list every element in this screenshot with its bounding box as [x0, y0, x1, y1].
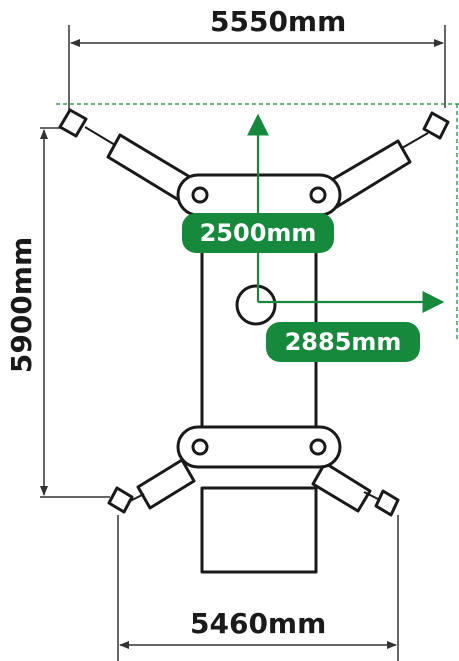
pivot-top-left: [191, 186, 209, 204]
green-vertical-label: 2500mm: [182, 213, 334, 253]
lower-box: [200, 486, 318, 574]
pivot-bottom-left: [191, 438, 209, 456]
bottom-crossbeam: [176, 425, 342, 469]
pad-top-right: [422, 111, 450, 140]
bottom-width-label: 5460mm: [190, 607, 327, 640]
height-dimension: [40, 127, 110, 498]
pad-bottom-left: [107, 486, 134, 514]
height-label: 5900mm: [5, 236, 38, 374]
pad-bottom-right: [374, 489, 400, 517]
pad-details: [84, 126, 429, 503]
green-reference-lines: [56, 103, 459, 340]
green-arrows: [247, 113, 445, 313]
arm-bottom-left: [136, 458, 196, 510]
pivot-bottom-right: [309, 438, 327, 456]
green-horizontal-label: 2885mm: [266, 322, 420, 362]
pivot-top-right: [309, 186, 327, 204]
top-width-label: 5550mm: [210, 5, 347, 38]
top-width-dimension: [68, 25, 446, 112]
center-circle: [235, 284, 277, 326]
bottom-width-dimension: [117, 515, 399, 661]
pad-top-left: [58, 108, 88, 138]
arm-bottom-right: [311, 461, 372, 513]
